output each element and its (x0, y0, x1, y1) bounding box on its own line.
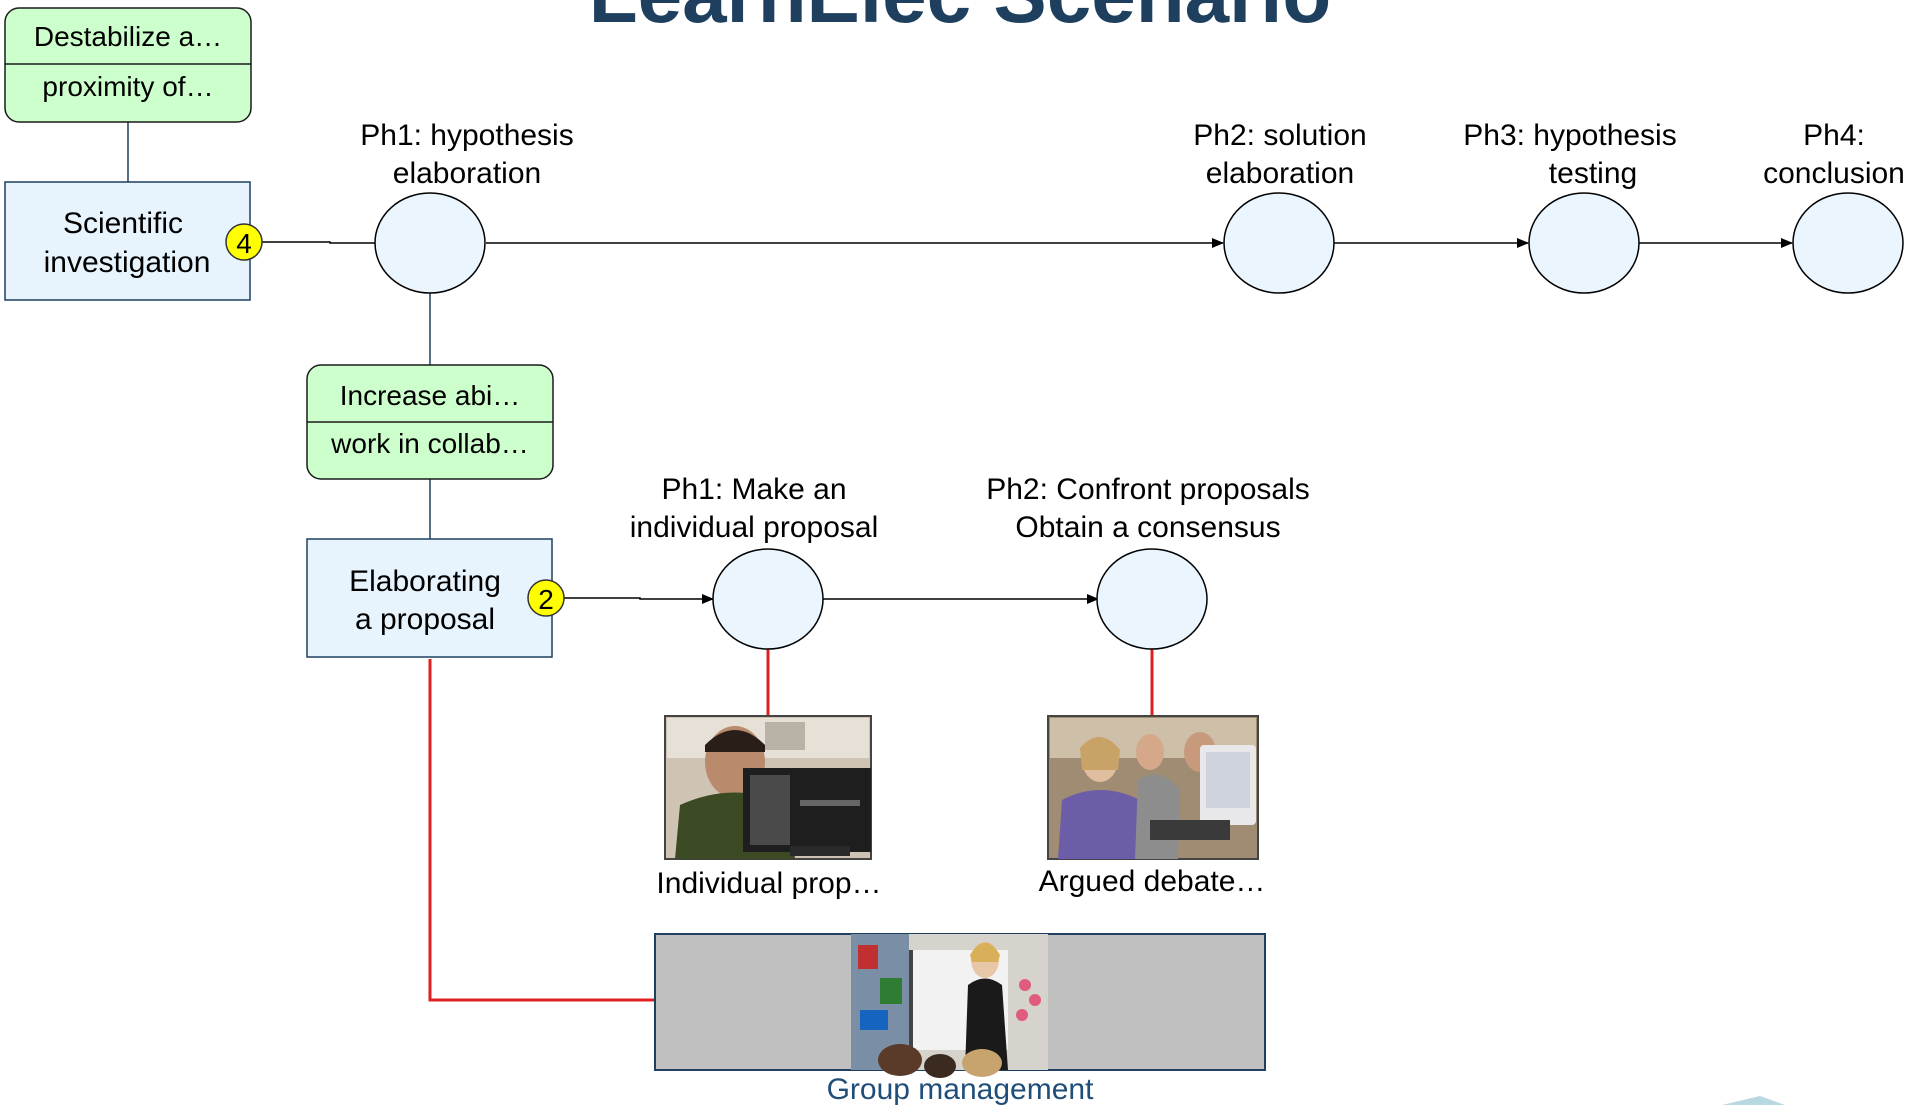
resource-individual-proposal[interactable]: Individual prop… (656, 715, 882, 900)
objective-box-collaboration[interactable]: Increase abi… work in collab… (306, 364, 554, 480)
phase-ph2-solution[interactable]: Ph2: solution elaboration (1193, 119, 1367, 294)
phase-label: Ph1: Make an (661, 473, 846, 506)
student-at-computer-photo (664, 715, 872, 860)
activity-label: a proposal (355, 603, 495, 636)
svg-text:4: 4 (236, 228, 252, 259)
phase-ph1-hypothesis[interactable]: Ph1: hypothesis elaboration (360, 119, 574, 294)
objective-line: proximity of… (42, 71, 213, 102)
flow-arrow (564, 594, 714, 604)
resource-group-management[interactable]: Group management (654, 933, 1266, 1105)
phase-label: testing (1549, 157, 1637, 190)
activity-scientific-investigation[interactable]: Scientific investigation (4, 181, 251, 301)
svg-text:2: 2 (538, 584, 554, 615)
resource-link (428, 659, 655, 1002)
activity-label: investigation (44, 246, 211, 279)
phase-label: elaboration (1206, 157, 1354, 190)
phase-label: conclusion (1763, 157, 1905, 190)
phase-label: Ph2: solution (1193, 119, 1366, 152)
phase-label: individual proposal (630, 511, 879, 544)
phase-label: Ph1: hypothesis (360, 119, 573, 152)
phase-confront-proposals[interactable]: Ph2: Confront proposals Obtain a consens… (986, 473, 1310, 650)
phase-ph3-testing[interactable]: Ph3: hypothesis testing (1463, 119, 1677, 294)
objective-line: Increase abi… (340, 380, 521, 411)
resource-caption: Argued debate… (1039, 865, 1266, 898)
phase-label: elaboration (393, 157, 541, 190)
phase-label: Ph2: Confront proposals (986, 473, 1310, 506)
students-discussing-photo (1047, 715, 1259, 860)
teacher-in-classroom-photo (851, 934, 1048, 1078)
flow-arrow (262, 238, 407, 248)
resource-argued-debate[interactable]: Argued debate… (1039, 715, 1266, 898)
phase-label: Ph4: (1803, 119, 1865, 152)
phase-ph4-conclusion[interactable]: Ph4: conclusion (1763, 119, 1905, 294)
activity-elaborating-proposal[interactable]: Elaborating a proposal (306, 538, 553, 658)
activity-label: Scientific (63, 207, 183, 240)
phase-count-badge: 4 (225, 223, 263, 261)
phase-count-badge: 2 (527, 579, 565, 617)
diagram-title: LearnElec Scenario (589, 0, 1332, 39)
corner-logo (1722, 1096, 1785, 1105)
objective-line: work in collab… (330, 428, 529, 459)
resource-caption: Individual prop… (656, 867, 881, 900)
phase-label: Ph3: hypothesis (1463, 119, 1676, 152)
phase-label: Obtain a consensus (1015, 511, 1280, 544)
phase-make-proposal[interactable]: Ph1: Make an individual proposal (630, 473, 879, 650)
activity-label: Elaborating (349, 565, 501, 598)
objective-box-top[interactable]: Destabilize a… proximity of… (4, 7, 252, 123)
group-caption: Group management (827, 1073, 1094, 1105)
objective-line: Destabilize a… (34, 21, 222, 52)
